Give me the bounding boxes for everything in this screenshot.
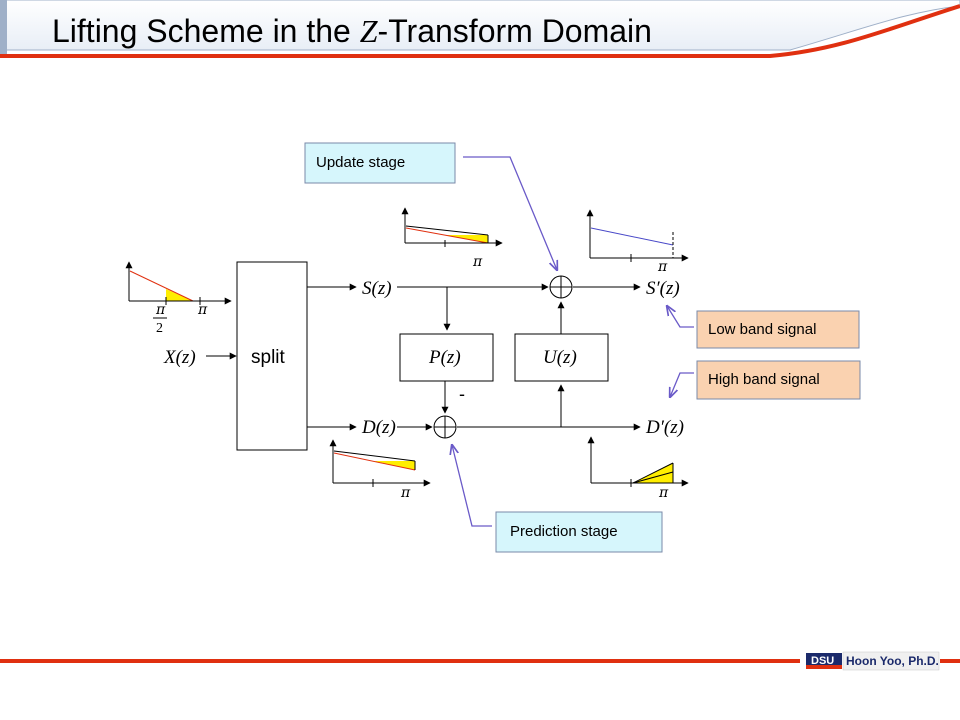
s-label: S(z) [362,278,392,299]
callout-high-band-signal: High band signal [670,360,861,399]
d-prime-spectrum-plot: π [587,436,689,501]
prediction-leader-line [452,445,492,527]
split-block [236,261,308,451]
callout-low-band-signal: Low band signal [667,306,860,349]
low-band-leader-line [667,306,694,328]
callout-update-stage: Update stage [304,142,557,270]
update-leader-line [463,156,557,270]
input-label: X(z) [163,347,196,368]
university-logo: DSU [806,653,842,669]
logo-text: DSU [811,655,834,667]
page-title: Lifting Scheme in the Z-Transform Domain [52,13,652,49]
split-label: split [251,347,286,368]
minus-sign: - [459,384,465,404]
s-prime-label: S′(z) [646,278,680,299]
update-block [514,333,609,382]
p-label: P(z) [428,347,461,368]
update-adder [549,275,573,299]
pi-half-numerator: π [155,302,166,318]
input-pi-label: π [197,302,208,318]
update-stage-label: Update stage [316,154,405,171]
s-prime-pi-label: π [657,259,668,275]
prediction-adder [433,415,457,439]
d-spectrum-plot: π [329,439,431,501]
callout-prediction-stage: Prediction stage [452,445,663,553]
high-band-signal-label: High band signal [708,371,820,388]
prediction-block [399,333,494,382]
s-pi-label: π [472,254,483,270]
author-name: Hoon Yoo, Ph.D. [846,654,939,668]
d-pi-label: π [400,485,411,501]
title-left-stripe [0,0,7,54]
title-underline-swoosh [0,4,960,58]
low-band-signal-label: Low band signal [708,321,816,338]
prediction-stage-label: Prediction stage [510,523,618,540]
d-prime-label: D′(z) [645,417,684,438]
footer: DSU Hoon Yoo, Ph.D. [0,651,960,671]
d-prime-pi-label: π [658,485,669,501]
high-band-leader-line [670,372,694,397]
s-spectrum-plot: π [401,207,503,270]
pi-half-denominator: 2 [156,321,163,336]
d-label: D(z) [361,417,396,438]
input-spectrum-plot: π 2 π [125,261,232,336]
u-label: U(z) [543,347,577,368]
title-bar: Lifting Scheme in the Z-Transform Domain [0,0,960,58]
s-prime-spectrum-plot: π [586,209,689,275]
